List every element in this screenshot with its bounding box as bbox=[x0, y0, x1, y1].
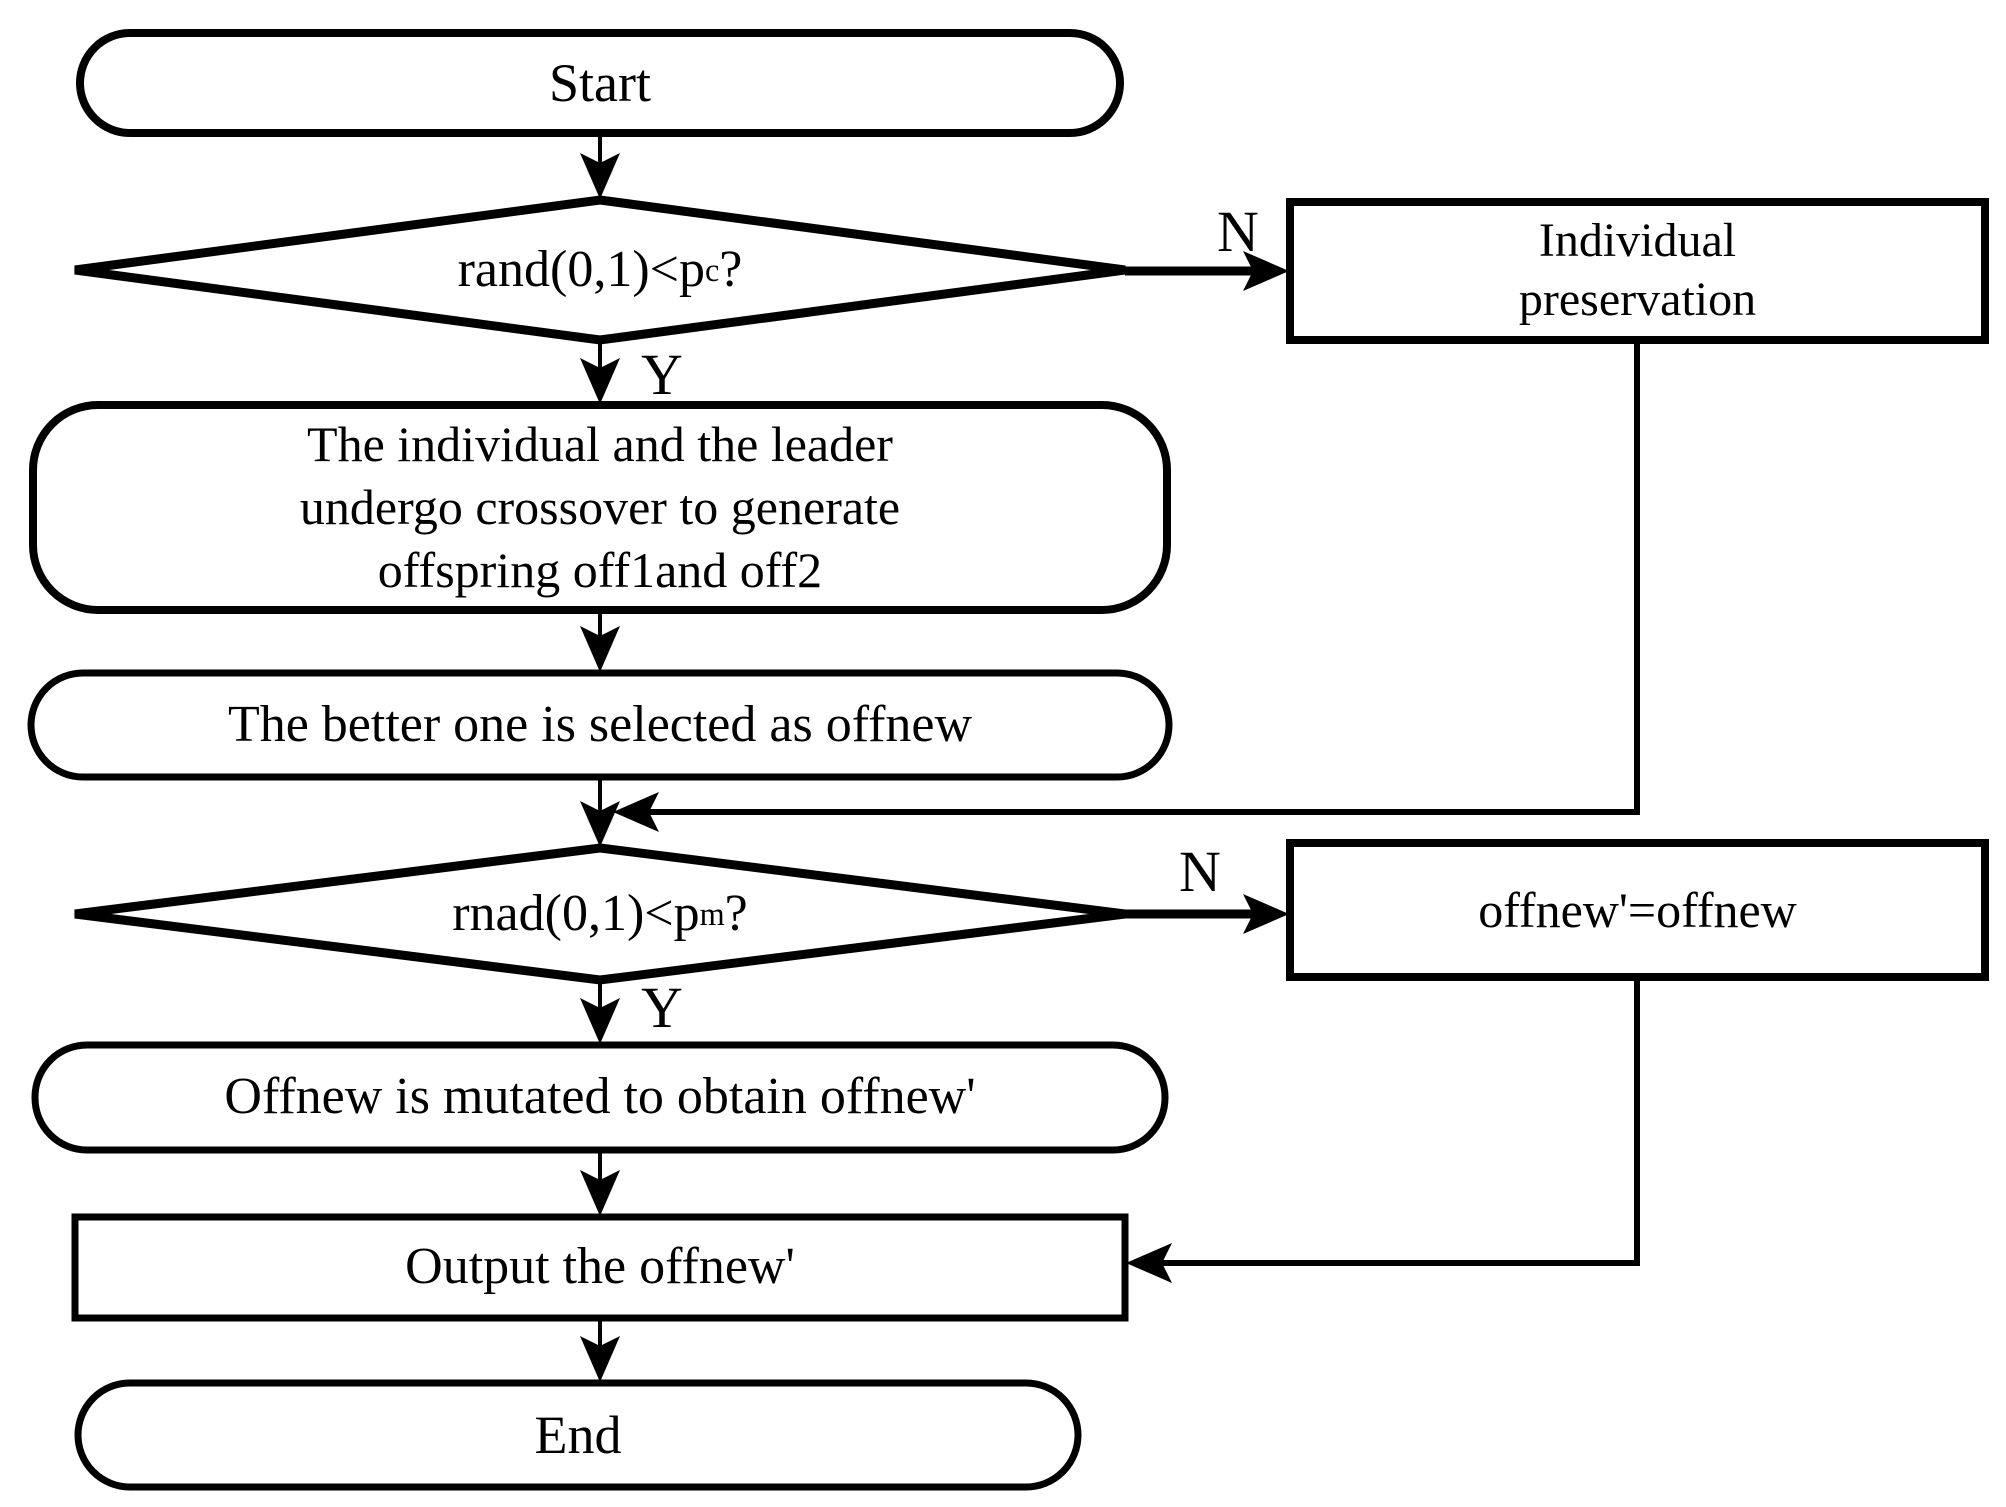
crossover-line3: offspring off1and off2 bbox=[377, 542, 823, 598]
arrowhead-into-mutated bbox=[580, 998, 620, 1044]
offnew-assign-shape bbox=[1286, 839, 1989, 981]
arrowhead-into-output-side bbox=[1126, 1243, 1172, 1283]
arrowhead-into-crossover bbox=[580, 358, 620, 404]
end-terminator-shape bbox=[74, 1379, 1082, 1491]
individual-preservation-shape bbox=[1286, 198, 1989, 344]
arrowhead-into-decision1 bbox=[580, 153, 620, 199]
arrowhead-merge-into-trunk bbox=[613, 792, 659, 832]
arrowhead-into-decision2 bbox=[580, 801, 620, 847]
start-terminator-shape bbox=[76, 29, 1124, 137]
crossover-node-label: The individual and the leader undergo cr… bbox=[33, 405, 1167, 610]
branch-label-yes-2: Y bbox=[641, 975, 683, 1041]
mutated-node-label: Offnew is mutated to obtain offnew' bbox=[224, 1068, 976, 1126]
branch-label-no-2: N bbox=[1179, 839, 1221, 905]
decision2-label-post: ? bbox=[724, 884, 748, 942]
arrowhead-into-better bbox=[580, 626, 620, 672]
decision2-diamond-shape bbox=[74, 843, 1126, 985]
edge-offnewassign-to-output bbox=[1162, 977, 1640, 1266]
decision2-label-pre: rnad(0,1)<p bbox=[452, 884, 700, 942]
better-selected-rounded-shape bbox=[27, 669, 1173, 781]
branch-label-no-1: N bbox=[1217, 199, 1259, 265]
edge-preservation-to-merge bbox=[649, 340, 1640, 815]
individual-preservation-line1: Individual bbox=[1538, 214, 1737, 268]
end-node-label: End bbox=[534, 1404, 622, 1465]
arrowhead-into-end bbox=[580, 1336, 620, 1382]
output-rect-shape bbox=[71, 1213, 1129, 1322]
individual-preservation-line2: preservation bbox=[1518, 273, 1757, 326]
arrowhead-into-offnewassign bbox=[1243, 894, 1289, 934]
decision1-diamond-shape bbox=[74, 195, 1126, 345]
better-selected-label: The better one is selected as offnew bbox=[227, 695, 973, 753]
arrowhead-into-output bbox=[580, 1170, 620, 1216]
offnew-assign-label: offnew'=offnew bbox=[1478, 881, 1797, 938]
branch-label-yes-1: Y bbox=[641, 342, 683, 408]
start-node-label: Start bbox=[549, 52, 651, 113]
output-node-label: Output the offnew' bbox=[405, 1238, 795, 1296]
mutated-rounded-shape bbox=[31, 1041, 1169, 1154]
decision1-label-post: ? bbox=[719, 240, 743, 298]
crossover-line1: The individual and the leader bbox=[307, 416, 893, 472]
individual-preservation-label: Individual preservation bbox=[1290, 202, 1985, 340]
arrowhead-into-preservation bbox=[1243, 251, 1289, 291]
decision1-label-pre: rand(0,1)<p bbox=[457, 240, 705, 298]
crossover-line2: undergo crossover to generate bbox=[299, 479, 901, 535]
crossover-rounded-shape bbox=[29, 401, 1171, 614]
